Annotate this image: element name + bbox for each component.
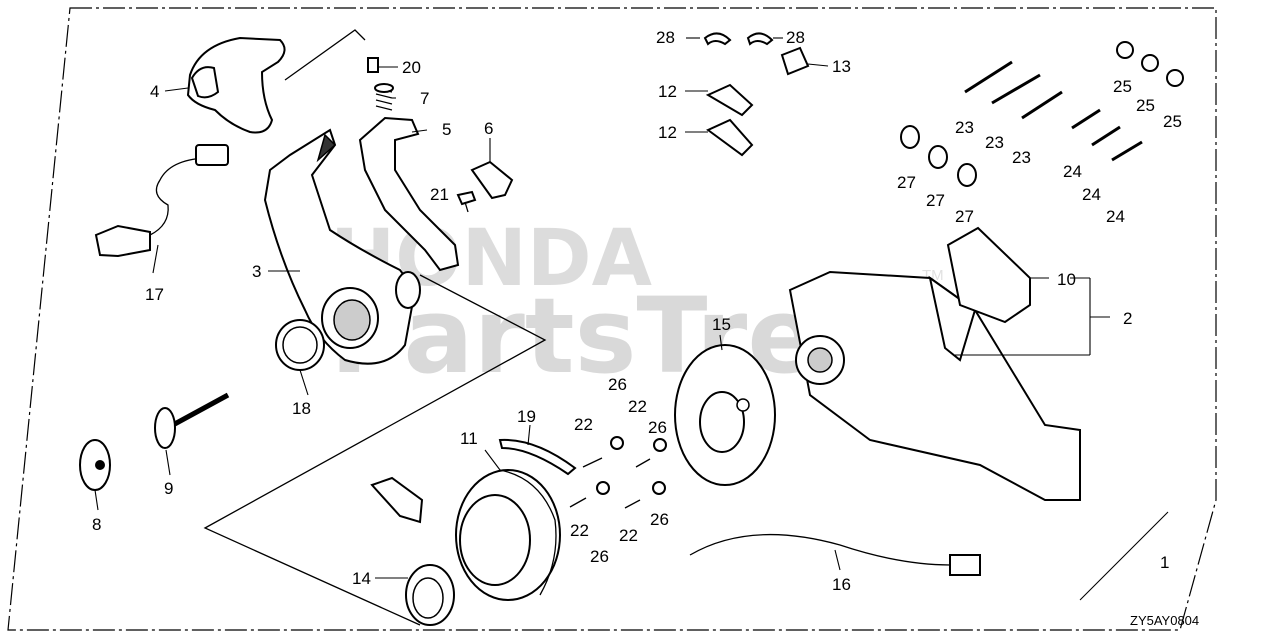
callout-22b: 22 xyxy=(628,397,647,416)
callout-7: 7 xyxy=(420,89,429,108)
callout-27a: 27 xyxy=(897,173,916,192)
callout-1: 1 xyxy=(1160,553,1169,572)
callout-23b: 23 xyxy=(985,133,1004,152)
callout-22a: 22 xyxy=(574,415,593,434)
callout-28a: 28 xyxy=(656,28,675,47)
callout-14: 14 xyxy=(352,569,371,588)
callout-17: 17 xyxy=(145,285,164,304)
diagram-frame xyxy=(7,7,1217,631)
callout-12b: 12 xyxy=(658,123,677,142)
part-2-housing xyxy=(788,270,1081,501)
callout-10: 10 xyxy=(1057,270,1076,289)
callout-26d: 26 xyxy=(650,510,669,529)
part-bracket-small xyxy=(370,476,424,524)
callout-26c: 26 xyxy=(590,547,609,566)
callout-16: 16 xyxy=(832,575,851,594)
part-23-bolts xyxy=(964,60,1063,120)
callout-6: 6 xyxy=(484,119,493,138)
part-21-screw xyxy=(456,190,477,213)
callout-2: 2 xyxy=(1123,309,1132,328)
part-9-shaft xyxy=(154,392,230,449)
part-18-o-ring xyxy=(275,319,325,371)
callout-20: 20 xyxy=(402,58,421,77)
part-11-drum xyxy=(455,469,561,601)
callout-5: 5 xyxy=(442,120,451,139)
callout-8: 8 xyxy=(92,515,101,534)
callout-24c: 24 xyxy=(1106,207,1125,226)
leader-lines xyxy=(94,37,1169,601)
callout-22d: 22 xyxy=(619,526,638,545)
callout-24a: 24 xyxy=(1063,162,1082,181)
part-24-screws xyxy=(1071,108,1143,162)
callout-28b: 28 xyxy=(786,28,805,47)
part-10-gasket xyxy=(946,226,1031,324)
callout-13: 13 xyxy=(832,57,851,76)
assembly-outline xyxy=(203,29,547,626)
callout-27c: 27 xyxy=(955,207,974,226)
part-4-grip xyxy=(186,36,286,134)
part-3-control-arm xyxy=(263,128,421,365)
callout-21: 21 xyxy=(430,185,449,204)
part-28-clips xyxy=(703,32,774,46)
part-8-cap xyxy=(79,439,111,491)
callout-4: 4 xyxy=(150,82,159,101)
part-22-screws xyxy=(569,457,651,509)
callout-23a: 23 xyxy=(955,118,974,137)
part-5-lever xyxy=(358,116,460,272)
callout-19: 19 xyxy=(517,407,536,426)
part-15-rotor xyxy=(674,344,776,486)
callout-22c: 22 xyxy=(570,521,589,540)
part-19-shim xyxy=(498,438,577,476)
part-14-ring-gear xyxy=(405,564,455,626)
callout-12a: 12 xyxy=(658,82,677,101)
part-12-plates xyxy=(705,83,754,157)
callout-26b: 26 xyxy=(648,418,667,437)
part-20-screw xyxy=(367,57,379,73)
callout-18: 18 xyxy=(292,399,311,418)
part-13-clip xyxy=(780,46,810,76)
callout-3: 3 xyxy=(252,262,261,281)
callout-26a: 26 xyxy=(608,375,627,394)
part-26-washers xyxy=(596,436,667,495)
callout-23c: 23 xyxy=(1012,148,1031,167)
callout-25a: 25 xyxy=(1113,77,1132,96)
callout-25c: 25 xyxy=(1163,112,1182,131)
callout-25b: 25 xyxy=(1136,96,1155,115)
part-25-nuts xyxy=(1116,41,1184,87)
callout-24b: 24 xyxy=(1082,185,1101,204)
callout-15: 15 xyxy=(712,315,731,334)
part-16-wire-harness xyxy=(689,533,981,576)
callout-11: 11 xyxy=(460,429,478,448)
part-27-washers xyxy=(900,125,977,187)
part-6-plate xyxy=(470,160,514,200)
diagram-code: ZY5AY0804 xyxy=(1130,613,1199,628)
callout-27b: 27 xyxy=(926,191,945,210)
part-7-spring xyxy=(374,83,394,111)
part-17-switch-harness xyxy=(94,144,229,258)
callout-9: 9 xyxy=(164,479,173,498)
